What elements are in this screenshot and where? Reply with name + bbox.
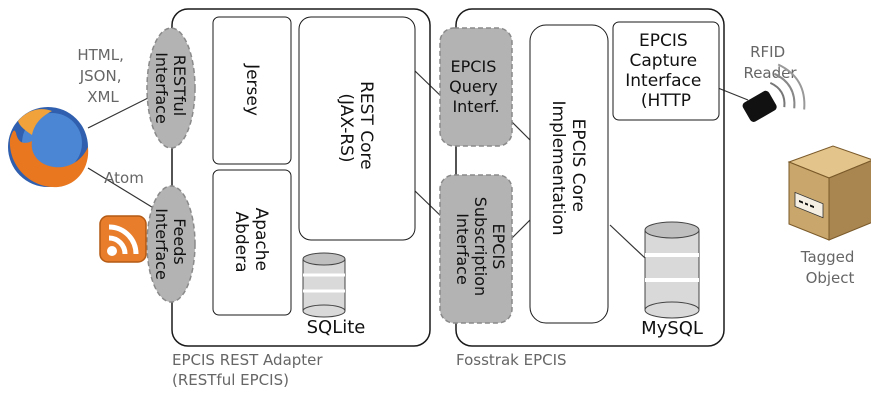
- rfid-reader-icon: [742, 63, 806, 122]
- tagged-line-2: Object: [806, 269, 855, 287]
- epcis-subscription-interface-label: EPCIS Subscription Interface: [453, 197, 508, 302]
- rest-core-box: [298, 16, 416, 241]
- epcis-subscription-line-1: EPCIS: [489, 224, 508, 270]
- epcis-subscription-line-3: Interface: [453, 213, 472, 285]
- epcis-query-interface-box: [439, 27, 513, 147]
- epcis-query-line-2: Query: [449, 77, 498, 96]
- restful-interface-ellipse: [146, 27, 196, 149]
- feeds-interface-line-1: Feeds: [170, 218, 189, 265]
- format-html: HTML,: [77, 46, 124, 64]
- epcis-query-interface-label: EPCIS Query Interf.: [449, 57, 503, 116]
- rss-feed-icon: [99, 215, 147, 263]
- feeds-interface-ellipse: [146, 185, 196, 303]
- sqlite-database-icon: [302, 252, 346, 318]
- apache-abdera-label: Apache Abdera: [231, 208, 271, 277]
- apache-abdera-box: [212, 169, 292, 316]
- epcis-core-implementation-box: [529, 24, 609, 324]
- mysql-database-icon: [644, 221, 700, 319]
- sqlite-label: SQLite: [307, 317, 366, 338]
- epcis-capture-line-4: (HTTP: [641, 91, 691, 111]
- epcis-core-line-2: Implementation: [548, 101, 568, 236]
- feeds-interface-line-2: Interface: [152, 208, 171, 280]
- apache-abdera-line-1: Apache: [251, 208, 271, 271]
- epcis-subscription-line-2: Subscription: [471, 197, 490, 296]
- epcis-capture-interface-box: [612, 21, 720, 121]
- restful-interface-line-1: RESTful: [170, 55, 189, 116]
- atom-label: Atom: [104, 169, 144, 187]
- format-labels: HTML, JSON, XML: [77, 46, 128, 106]
- format-json: JSON,: [79, 67, 122, 85]
- epcis-capture-line-3: Interface: [625, 71, 701, 91]
- epcis-core-line-1: EPCIS Core: [568, 119, 588, 212]
- tagged-box-icon: [787, 145, 871, 241]
- epcis-query-line-3: Interf.: [452, 97, 499, 116]
- mysql-label: MySQL: [641, 318, 703, 339]
- epcis-core-implementation-label: EPCIS Core Implementation: [548, 101, 588, 236]
- jersey-label: Jersey: [242, 63, 262, 116]
- adapter-caption-line-1: EPCIS REST Adapter: [172, 351, 323, 369]
- restful-interface-line-2: Interface: [152, 52, 171, 124]
- epcis-rest-adapter-caption: EPCIS REST Adapter (RESTful EPCIS): [172, 351, 327, 389]
- epcis-subscription-interface-box: [439, 174, 513, 324]
- rest-core-label: REST Core (JAX-RS): [336, 81, 376, 175]
- adapter-caption-line-2: (RESTful EPCIS): [172, 371, 289, 389]
- firefox-icon: [8, 107, 89, 188]
- rfid-line-1: RFID: [750, 43, 785, 61]
- rest-core-line-2: (JAX-RS): [336, 93, 356, 162]
- format-xml: XML: [87, 88, 119, 106]
- feeds-interface-label: Feeds Interface: [152, 208, 189, 280]
- jersey-box: [212, 16, 292, 165]
- rfid-reader-label: RFID Reader: [743, 43, 797, 82]
- epcis-capture-line-2: Capture: [630, 51, 698, 71]
- fosstrak-epcis-caption: Fosstrak EPCIS: [456, 351, 567, 369]
- epcis-capture-line-1: EPCIS: [639, 31, 688, 51]
- restful-interface-label: RESTful Interface: [152, 52, 189, 124]
- rfid-line-2: Reader: [743, 64, 797, 82]
- epcis-rest-adapter-container: [171, 8, 431, 347]
- rest-core-line-1: REST Core: [356, 81, 376, 169]
- apache-abdera-line-2: Abdera: [231, 211, 251, 272]
- epcis-capture-interface-label: EPCIS Capture Interface (HTTP: [625, 31, 707, 111]
- epcis-query-line-1: EPCIS: [451, 57, 497, 76]
- tagged-object-label: Tagged Object: [800, 248, 859, 287]
- tagged-line-1: Tagged: [800, 248, 855, 266]
